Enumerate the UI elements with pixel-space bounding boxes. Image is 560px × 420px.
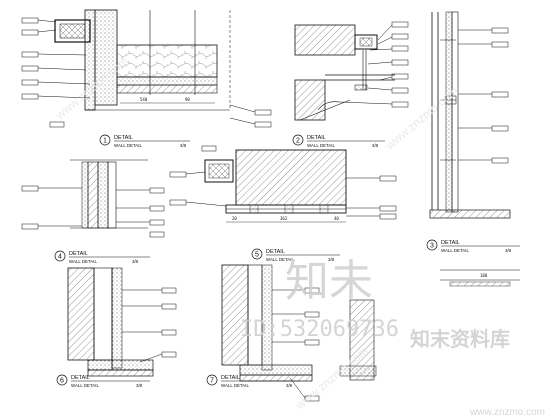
detail-subtitle: WALL DETAIL: [114, 143, 142, 148]
detail-title: DETAIL: [114, 135, 133, 141]
detail-number: 1: [103, 138, 107, 145]
dim-label: 40: [334, 216, 339, 221]
detail-scale: 3/8: [372, 143, 379, 148]
detail-title: DETAIL: [71, 375, 90, 381]
watermark-url: www.znzmo.com: [469, 407, 545, 418]
detail-number: 3: [430, 243, 434, 250]
detail-title: DETAIL: [221, 375, 240, 381]
detail-scale: 3/8: [136, 383, 143, 388]
detail-scale: 3/8: [286, 383, 293, 388]
detail-7: 7 DETAIL WALL DETAIL 3/8: [206, 264, 377, 402]
detail-3: 3 DETAIL WALL DETAIL 3/8: [426, 11, 520, 253]
detail-title: DETAIL: [441, 240, 460, 246]
detail-title: DETAIL: [69, 251, 88, 257]
detail-subtitle: WALL DETAIL: [266, 257, 294, 262]
detail-5: 20 362 40 5 DETAIL WALL DETAIL 3/8: [169, 145, 397, 262]
detail-subtitle: WALL DETAIL: [441, 248, 469, 253]
detail-subtitle: WALL DETAIL: [69, 259, 97, 264]
watermark-logo: 知未: [285, 256, 373, 307]
detail-title: DETAIL: [307, 135, 326, 141]
detail-2: 2 DETAIL WALL DETAIL 3/8: [292, 21, 409, 148]
dim-label: 540: [140, 97, 148, 102]
detail-number: 6: [60, 378, 64, 385]
detail-scale: 3/8: [180, 143, 187, 148]
watermark-cn: 知末资料库: [410, 327, 510, 351]
detail-subtitle: WALL DETAIL: [221, 383, 249, 388]
detail-scale: 3/8: [132, 259, 139, 264]
detail-scale: 3/8: [505, 248, 512, 253]
detail-title: DETAIL: [266, 249, 285, 255]
dim-label: 20: [232, 216, 237, 221]
detail-subtitle: WALL DETAIL: [71, 383, 99, 388]
detail-number: 5: [255, 252, 259, 259]
detail-4: 4 DETAIL WALL DETAIL 3/8: [21, 159, 165, 264]
detail-number: 4: [58, 254, 62, 261]
dim-label: 362: [280, 216, 288, 221]
watermark-id: ID:532069736: [240, 317, 399, 342]
detail-6: 6 DETAIL WALL DETAIL 3/8: [56, 267, 177, 388]
dim-label: 90: [185, 97, 190, 102]
detail-subtitle: WALL DETAIL: [307, 143, 335, 148]
detail-number: 2: [296, 138, 300, 145]
partial-detail-fragment: 180: [440, 269, 520, 287]
detail-number: 7: [210, 378, 214, 385]
detail-scale: 3/8: [328, 257, 335, 262]
detail-1: 540 90 1 DETAIL WALL DETAIL 3/8: [21, 9, 272, 148]
dim-label: 180: [480, 273, 488, 278]
